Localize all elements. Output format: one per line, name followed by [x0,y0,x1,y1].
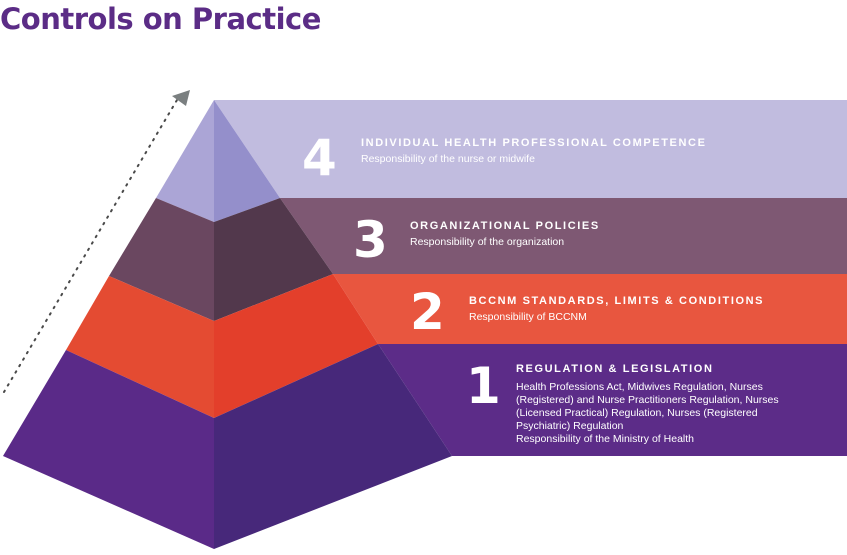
band-level-2 [333,274,847,344]
level-1-line-1: Health Professions Act, Midwives Regulat… [516,381,763,393]
level-3-description: Responsibility of the organization [410,236,564,248]
level-1-heading: REGULATION & LEGISLATION [516,363,714,375]
level-4-description: Responsibility of the nurse or midwife [361,153,535,165]
level-2-number: 2 [410,283,445,341]
level-1-line-5: Responsibility of the Ministry of Health [516,433,694,445]
level-4-heading: INDIVIDUAL HEALTH PROFESSIONAL COMPETENC… [361,137,707,149]
level-1-number: 1 [466,357,501,415]
band-level-3 [280,198,847,274]
level-4-number: 4 [302,129,337,187]
level-1-line-2: (Registered) and Nurse Practitioners Reg… [516,394,779,406]
level-2-description: Responsibility of BCCNM [469,311,587,323]
level-2-heading: BCCNM STANDARDS, LIMITS & CONDITIONS [469,295,764,307]
page-title: Controls on Practice [0,2,321,36]
pyramid-right-face [214,100,452,549]
band-level-4 [214,100,847,198]
level-3-number: 3 [353,211,388,269]
level-3-heading: ORGANIZATIONAL POLICIES [410,220,600,232]
arrow-head-icon [172,90,190,106]
band-level-1 [378,344,847,456]
pyramid-left-face [3,100,214,549]
level-1-line-3: (Licensed Practical) Regulation, Nurses … [516,407,758,419]
level-1-line-4: Psychiatric) Regulation [516,420,624,432]
